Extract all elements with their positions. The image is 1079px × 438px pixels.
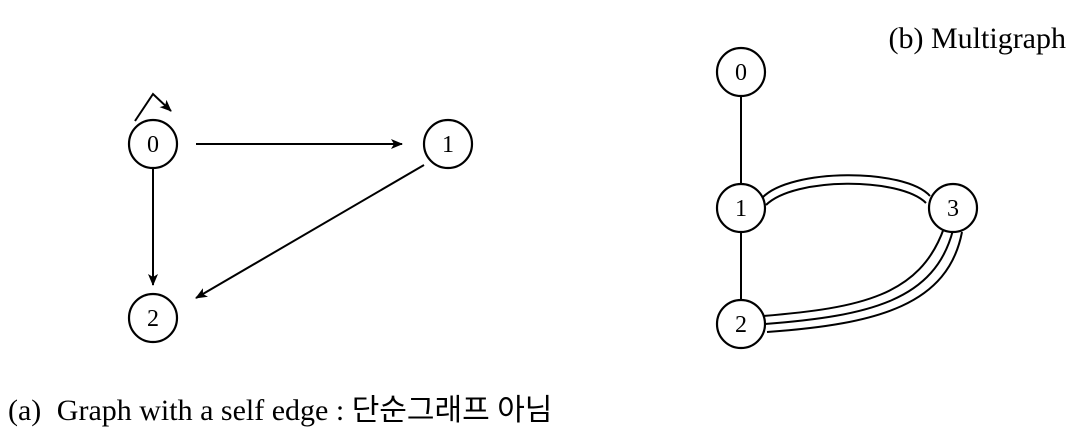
graph-b-node-1-label: 1 xyxy=(735,196,747,222)
graph-a-caption: (a) Graph with a self edge : 단순그래프 아님 xyxy=(8,394,552,427)
graph-a-node-0: 0 xyxy=(127,118,179,170)
edge-b-2-3-strand-2 xyxy=(764,229,954,325)
graph-b-node-3-label: 3 xyxy=(947,196,959,222)
graph-a-caption-text: Graph with a self edge : 단순그래프 아님 xyxy=(57,394,553,427)
edge-b-1-3-double xyxy=(761,174,931,206)
graph-b-node-0-label: 0 xyxy=(735,60,747,86)
graph-b-node-0: 0 xyxy=(715,46,767,98)
edge-b-1-3-strand-2 xyxy=(765,182,927,206)
graph-b-node-2: 2 xyxy=(715,298,767,350)
graph-a-node-2-label: 2 xyxy=(147,306,159,332)
graph-a-node-0-label: 0 xyxy=(147,132,159,158)
graph-b: 0 1 2 3 (b) Multigraph xyxy=(715,22,1066,350)
graph-b-node-1: 1 xyxy=(715,182,767,234)
edge-b-2-3-strand-3 xyxy=(766,231,963,333)
graph-a-node-1: 1 xyxy=(422,118,474,170)
edge-a-self-loop-0 xyxy=(134,92,172,122)
graph-a-node-2: 2 xyxy=(127,292,179,344)
graph-a-caption-prefix: (a) xyxy=(8,394,41,427)
edge-b-2-3-strand-1 xyxy=(762,227,945,317)
graph-b-node-3: 3 xyxy=(927,182,979,234)
edge-a-1-to-2 xyxy=(195,164,425,299)
graph-a: 0 1 2 (a) Graph with a self edge : 단순그래프… xyxy=(8,92,552,427)
graph-a-node-1-label: 1 xyxy=(442,132,454,158)
graph-b-caption: (b) Multigraph xyxy=(889,22,1066,55)
edge-b-1-3-strand-1 xyxy=(761,174,931,199)
graph-b-node-2-label: 2 xyxy=(735,312,747,338)
edge-b-2-3-triple xyxy=(762,227,963,333)
